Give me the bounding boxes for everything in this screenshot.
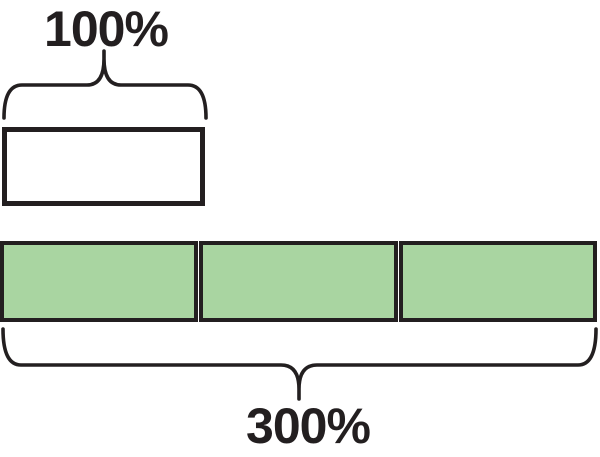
top-bar [2,127,205,206]
bottom-bar-segment [398,241,597,322]
bottom-bar-segment [0,241,199,322]
bottom-brace [1,327,598,401]
bottom-bar-label: 300% [246,398,371,454]
top-brace [2,49,208,120]
bottom-bar [0,241,597,322]
top-bar-segment [2,127,205,206]
bottom-bar-segment [199,241,398,322]
top-bar-label: 100% [44,1,169,57]
